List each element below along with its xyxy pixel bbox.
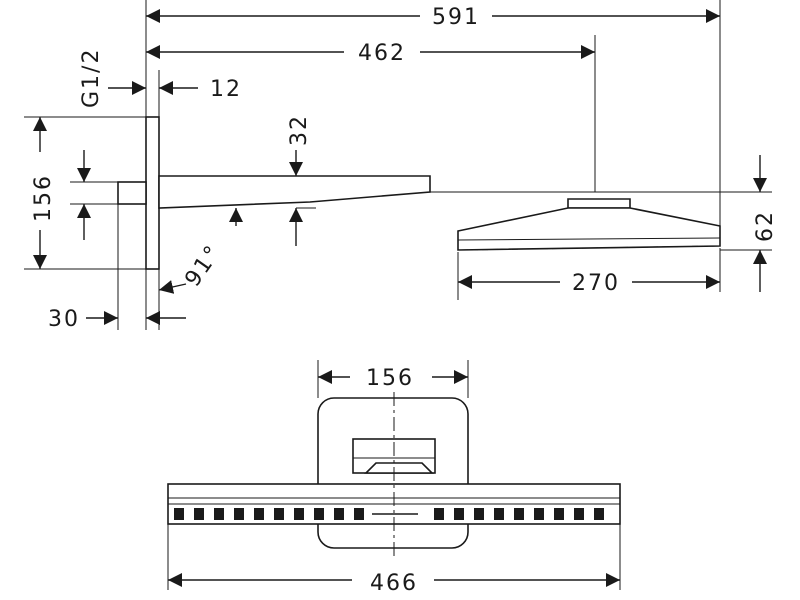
nozzle — [234, 508, 244, 520]
nozzle — [434, 508, 444, 520]
dim-12: 12 — [210, 77, 242, 102]
nozzle — [254, 508, 264, 520]
nozzle — [454, 508, 464, 520]
side-view — [117, 116, 721, 270]
dim-thread: G1/2 — [79, 48, 104, 108]
nozzle — [294, 508, 304, 520]
nozzle — [174, 508, 184, 520]
nozzle — [574, 508, 584, 520]
dim-156-top: 156 — [366, 366, 414, 391]
dim-angle: 91° — [180, 240, 226, 291]
head-mount — [567, 198, 631, 209]
dim-30: 30 — [48, 307, 80, 332]
dim-591: 591 — [432, 5, 480, 30]
nozzle — [594, 508, 604, 520]
nozzle — [554, 508, 564, 520]
nozzle — [314, 508, 324, 520]
nozzle — [494, 508, 504, 520]
top-view-dimensions: 156 466 — [168, 366, 620, 596]
dim-156-side: 156 — [31, 174, 56, 222]
nozzle — [274, 508, 284, 520]
nozzle — [334, 508, 344, 520]
head-nozzle-strip — [461, 245, 717, 251]
nozzle — [214, 508, 224, 520]
nozzle — [194, 508, 204, 520]
nozzle-row — [174, 508, 604, 520]
top-view — [167, 360, 621, 590]
nozzle — [534, 508, 544, 520]
nozzle — [474, 508, 484, 520]
dim-270: 270 — [572, 271, 620, 296]
shower-head — [457, 207, 721, 251]
nozzle — [514, 508, 524, 520]
wall-flange — [145, 116, 160, 270]
dim-466: 466 — [370, 571, 418, 596]
dim-62: 62 — [753, 210, 778, 242]
dim-32: 32 — [287, 114, 312, 146]
shower-arm — [158, 175, 431, 209]
nozzle — [354, 508, 364, 520]
dim-462: 462 — [358, 41, 406, 66]
side-view-dimensions: 591 462 12 G1/2 156 32 91° 30 62 — [24, 0, 778, 332]
inlet-stub — [117, 181, 147, 205]
